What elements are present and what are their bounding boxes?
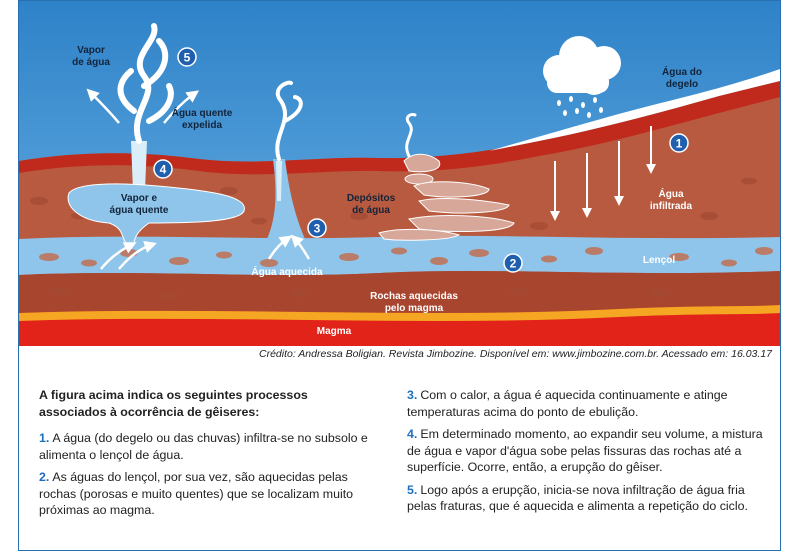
svg-text:1: 1	[676, 137, 683, 151]
label-magma: Magma	[317, 326, 352, 337]
vapor-arrow	[86, 88, 120, 124]
water-table	[19, 235, 780, 275]
water-deposits	[378, 153, 515, 241]
label-water-table: Lençol	[643, 255, 675, 266]
process-item-1: 1.A água (do degelo ou das chuvas) infil…	[39, 431, 368, 462]
text-column-left: A figura acima indica os seguintes proce…	[39, 387, 374, 525]
svg-text:4: 4	[160, 163, 167, 177]
intro-text: A figura acima indica os seguintes proce…	[39, 388, 308, 419]
process-item-3: 3.Com o calor, a água é aquecida continu…	[407, 388, 728, 419]
geyser-conduit-main	[131, 141, 147, 191]
hot-water-arrow	[163, 90, 200, 124]
heated-water-arrow-a	[267, 235, 293, 260]
chamber-arrow-b	[118, 241, 157, 270]
text-column-right: 3.Com o calor, a água é aquecida continu…	[407, 387, 769, 521]
cloud-rain-icon	[557, 96, 603, 118]
badge-4: 4	[153, 159, 173, 179]
label-heated-water: Água aquecida	[251, 265, 323, 278]
rain-cloud	[543, 36, 621, 95]
snow-cap	[489, 69, 780, 151]
svg-text:3: 3	[314, 222, 321, 236]
steam-plume-5	[117, 23, 174, 144]
steam-water-chamber	[67, 183, 245, 248]
badge-2: 2	[503, 253, 523, 273]
svg-text:5: 5	[184, 51, 191, 65]
conduit-3-steam	[276, 161, 282, 201]
badge-1: 1	[669, 133, 689, 153]
steam-plume-small	[405, 113, 417, 158]
svg-text:2: 2	[510, 257, 517, 271]
image-credit: Crédito: Andressa Boligian. Revista Jimb…	[259, 348, 772, 360]
soil-pebbles	[30, 177, 757, 300]
chamber-arrow-a	[100, 242, 137, 270]
magma-glow	[19, 305, 780, 321]
badge-3: 3	[307, 218, 327, 238]
infiltration-arrows	[550, 126, 656, 221]
heated-rocks	[19, 271, 780, 321]
process-item-4: 4.Em determinado momento, ao expandir se…	[407, 427, 763, 474]
steam-plume-3	[275, 80, 303, 161]
badge-5: 5	[177, 47, 197, 67]
process-item-5: 5.Logo após a erupção, inicia-se nova in…	[407, 482, 748, 514]
red-crust	[19, 81, 780, 175]
heated-water-arrow-b	[290, 234, 311, 260]
process-item-2: 2.As águas do lençol, por sua vez, são a…	[39, 470, 354, 517]
